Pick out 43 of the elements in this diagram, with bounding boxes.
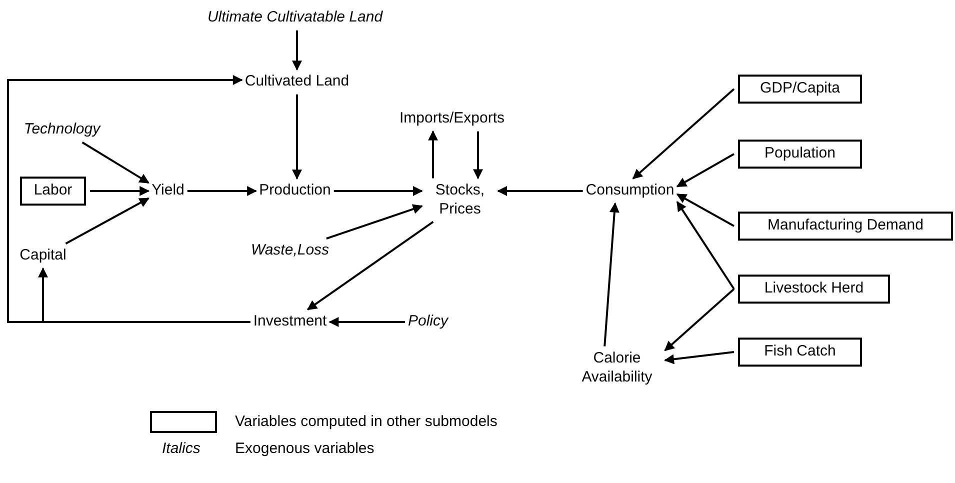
exogenous-variable-label: Policy bbox=[408, 312, 448, 332]
arrow bbox=[292, 30, 302, 71]
arrow bbox=[632, 88, 735, 180]
arrow bbox=[326, 204, 423, 240]
variable-label: Capital bbox=[20, 246, 66, 266]
arrow bbox=[664, 288, 735, 352]
variable-label: Calorie Availability bbox=[580, 349, 654, 387]
arrow bbox=[676, 201, 735, 290]
variable-label: Yield bbox=[152, 182, 184, 200]
arrow bbox=[328, 317, 405, 327]
variable-label: Cultivated Land bbox=[244, 72, 350, 92]
arrow bbox=[664, 351, 734, 364]
legend-label: Exogenous variables bbox=[235, 440, 374, 457]
arrow bbox=[38, 267, 250, 323]
arrow bbox=[292, 94, 302, 180]
variable-box: GDP/Capita bbox=[738, 74, 862, 104]
arrow bbox=[604, 202, 620, 346]
variable-box: Manufacturing Demand bbox=[738, 212, 953, 240]
arrow bbox=[676, 153, 734, 188]
arrow bbox=[187, 186, 258, 196]
arrow bbox=[82, 142, 150, 184]
legend-sample-label: Italics bbox=[162, 440, 200, 457]
variable-label: Stocks, Prices bbox=[434, 181, 486, 219]
arrow bbox=[428, 130, 438, 178]
exogenous-variable-label: Technology bbox=[24, 120, 100, 140]
variable-label: Consumption bbox=[586, 182, 674, 200]
arrow bbox=[334, 186, 423, 196]
variable-label: Imports/Exports bbox=[399, 110, 505, 128]
variable-label: Investment bbox=[253, 312, 327, 332]
legend-label: Variables computed in other submodels bbox=[235, 413, 498, 430]
arrow bbox=[473, 131, 483, 180]
variable-box: Population bbox=[738, 140, 862, 168]
variable-box: Fish Catch bbox=[738, 338, 862, 366]
exogenous-variable-label: Ultimate Cultivatable Land bbox=[207, 8, 383, 28]
arrow bbox=[65, 197, 150, 244]
arrow bbox=[306, 220, 434, 310]
arrow bbox=[676, 193, 734, 227]
variable-label: Production bbox=[259, 182, 331, 200]
arrow bbox=[497, 186, 583, 196]
arrow bbox=[90, 186, 150, 196]
variable-box: Livestock Herd bbox=[738, 274, 890, 304]
variable-box: Labor bbox=[20, 176, 86, 206]
exogenous-variable-label: Waste,Loss bbox=[250, 242, 330, 260]
